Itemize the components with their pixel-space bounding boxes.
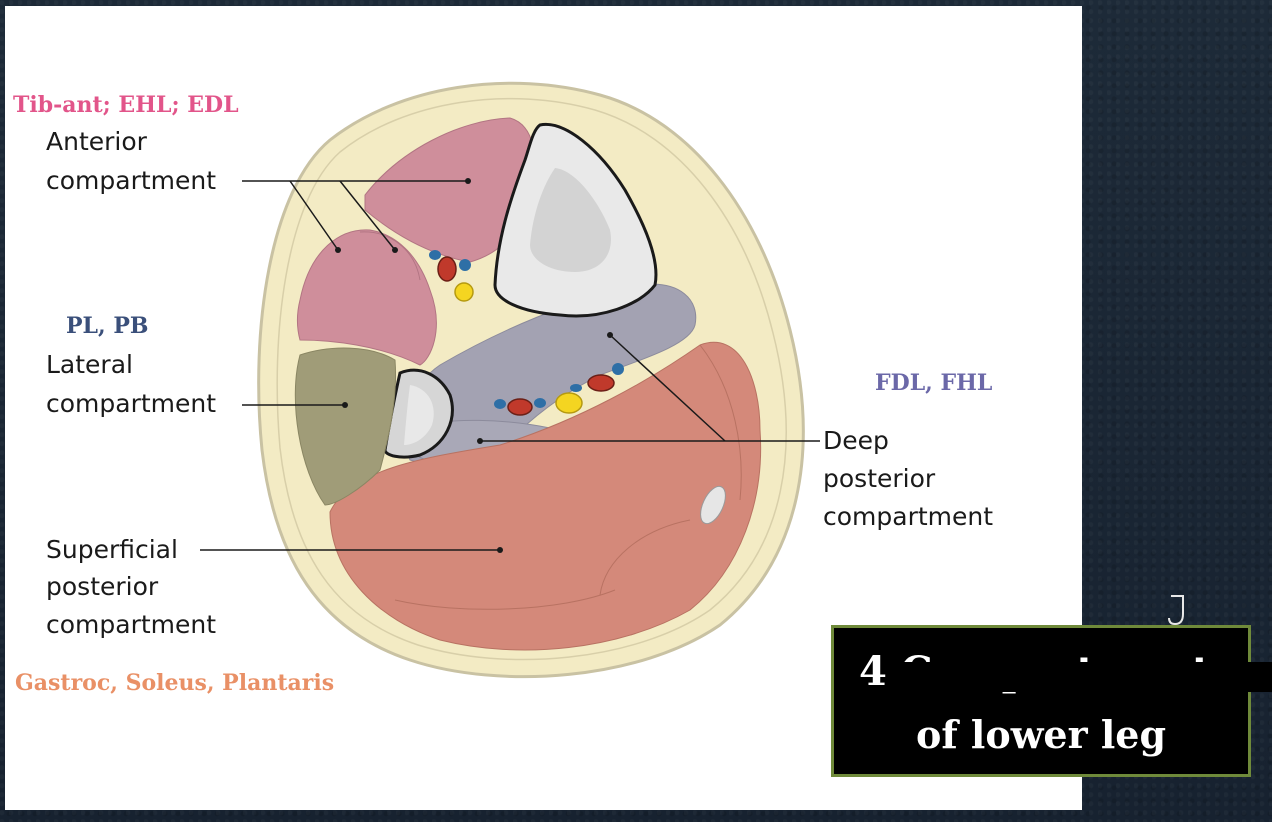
lateral-muscles-label: PL, PB — [66, 313, 149, 339]
deep-label-line1: Deep — [823, 426, 889, 455]
lateral-label-line1: Lateral — [46, 350, 133, 379]
deep-label-line3: compartment — [823, 502, 994, 531]
posterior-artery — [507, 398, 533, 416]
peroneal-artery — [587, 374, 615, 392]
lateral-muscle — [294, 347, 397, 506]
superficial-posterior-muscle — [329, 341, 762, 651]
anterior-label-line1: Anterior — [46, 127, 147, 156]
lateral-label-line2: compartment — [46, 389, 217, 418]
superficial-label-line2: posterior — [46, 572, 159, 601]
anterior-muscles-label: Tib-ant; EHL; EDL — [13, 92, 239, 118]
cursor-icon — [1168, 595, 1184, 626]
deep-label-line2: posterior — [823, 464, 936, 493]
anterior-artery — [437, 256, 457, 282]
anterior-label-line2: compartment — [46, 166, 217, 195]
superficial-label-line1: Superficial — [46, 535, 178, 564]
anterior-muscle — [296, 229, 437, 366]
anterior-nerve — [454, 282, 474, 302]
title-box: 4 Compartments of lower leg — [831, 625, 1272, 777]
superficial-muscles-label: Gastroc, Soleus, Plantaris — [15, 670, 335, 696]
superficial-label-line3: compartment — [46, 610, 217, 639]
title-line2: of lower leg — [915, 712, 1167, 757]
tibial-nerve — [555, 392, 583, 414]
title-overlay-bar — [894, 662, 1272, 692]
deep-muscles-label: FDL, FHL — [875, 370, 993, 396]
